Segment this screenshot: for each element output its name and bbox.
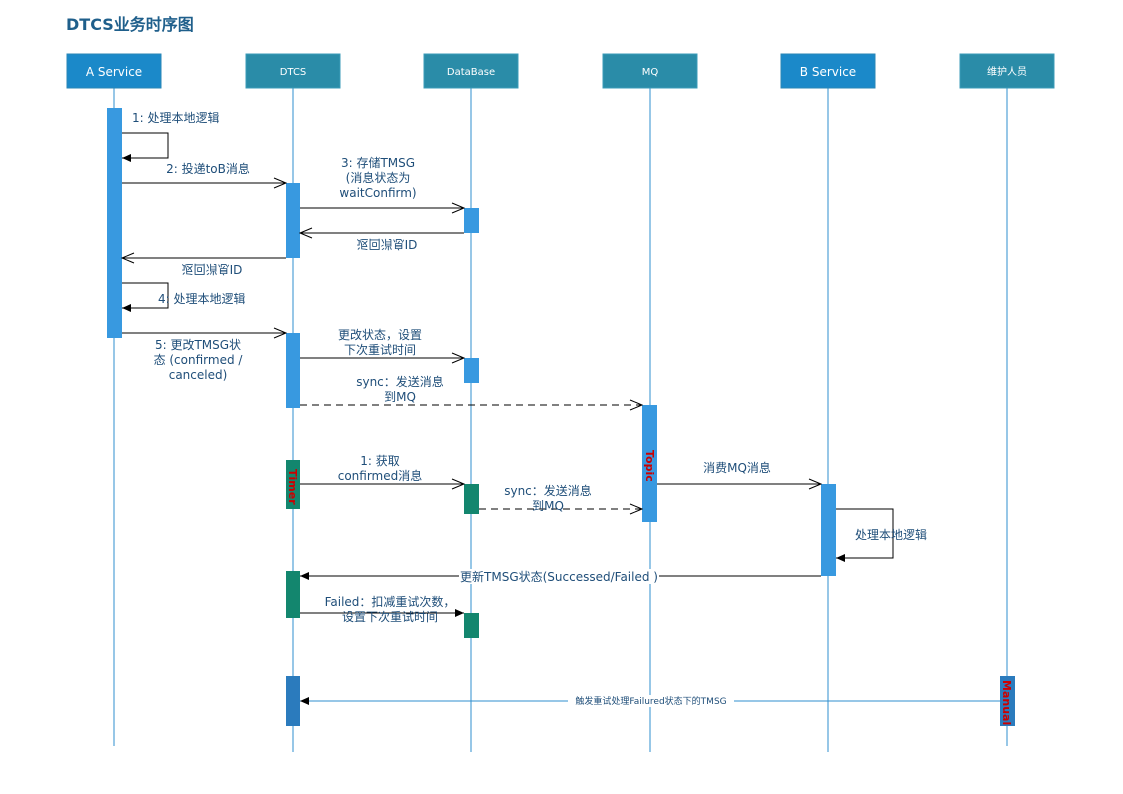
message-5-label-line1: 5: 更改TMSG状 <box>155 338 241 352</box>
message-4-label: 4: 处理本地逻辑 <box>158 292 246 306</box>
activation-b-service <box>821 484 836 576</box>
message-5-label-line2: 态 (confirmed / <box>154 353 244 367</box>
self-message-4-arrow <box>122 282 169 312</box>
activation-database-3 <box>464 484 479 514</box>
activation-dtcs-manual <box>286 676 300 726</box>
sync-mq-label-2-line1: sync：发送消息 <box>504 483 592 498</box>
update-status-label-line2: 下次重试时间 <box>344 342 416 357</box>
participant-dtcs[interactable]: DTCS <box>245 53 341 89</box>
return-dtcs-label: 返回消息ID <box>182 262 243 277</box>
update-status-label-line1: 更改状态，设置 <box>338 328 422 342</box>
fetch-confirmed-label-line2: confirmed消息 <box>338 468 423 483</box>
message-1-label: 1: 处理本地逻辑 <box>132 111 220 125</box>
message-3-label-line2: (消息状态为 <box>346 170 411 185</box>
message-3-label-line3: waitConfirm) <box>339 186 416 200</box>
activation-dtcs-timer <box>286 460 300 509</box>
failed-label-line2: 设置下次重试时间 <box>342 609 438 624</box>
sync-mq-label-2-line2: 到MQ <box>532 499 564 513</box>
consume-mq-label: 消费MQ消息 <box>703 460 771 475</box>
b-service-self-arrow <box>836 508 894 562</box>
activation-database-4 <box>464 613 479 638</box>
activation-maintainer <box>1000 676 1015 726</box>
participant-mq[interactable]: MQ <box>602 53 698 89</box>
participant-b-service[interactable]: B Service <box>780 53 876 89</box>
activation-a-service <box>107 108 122 338</box>
sync-mq-label-1-line2: 到MQ <box>384 390 416 404</box>
update-tmsg-status-label: 更新TMSG状态(Successed/Failed ) <box>460 569 658 584</box>
participant-label: DataBase <box>447 67 495 78</box>
participant-label: MQ <box>642 67 659 78</box>
manual-trigger-label: 触发重试处理Failured状态下的TMSG <box>575 695 726 707</box>
topic-label: Topic <box>643 450 656 482</box>
activation-dtcs-2 <box>286 333 300 408</box>
participant-label: B Service <box>800 65 856 79</box>
timer-label: Timer <box>286 469 299 505</box>
activation-dtcs-1 <box>286 183 300 258</box>
participant-a-service[interactable]: A Service <box>66 53 162 89</box>
participant-label: A Service <box>86 65 142 79</box>
activation-database-1 <box>464 208 479 233</box>
participant-label: 维护人员 <box>987 65 1027 78</box>
return-db-label: 返回消息ID <box>357 237 418 252</box>
activation-mq-topic <box>642 405 657 522</box>
manual-label: Manual <box>1000 680 1013 725</box>
activation-database-2 <box>464 358 479 383</box>
b-service-local-label: 处理本地逻辑 <box>855 528 927 542</box>
message-5-label-line3: canceled) <box>169 368 228 382</box>
diagram-title: DTCS业务时序图 <box>66 15 194 34</box>
participant-database[interactable]: DataBase <box>423 53 519 89</box>
fetch-confirmed-label-line1: 1: 获取 <box>360 454 400 468</box>
activation-dtcs-3 <box>286 571 300 618</box>
message-3-label-line1: 3: 存储TMSG <box>341 155 415 170</box>
message-2-label: 2: 投递toB消息 <box>166 161 250 176</box>
failed-label-line1: Failed：扣减重试次数， <box>325 594 456 609</box>
self-message-1-arrow <box>122 132 169 162</box>
participant-maintainer[interactable]: 维护人员 <box>959 53 1055 89</box>
participant-label: DTCS <box>280 67 307 78</box>
sync-mq-label-1-line1: sync：发送消息 <box>356 374 444 389</box>
